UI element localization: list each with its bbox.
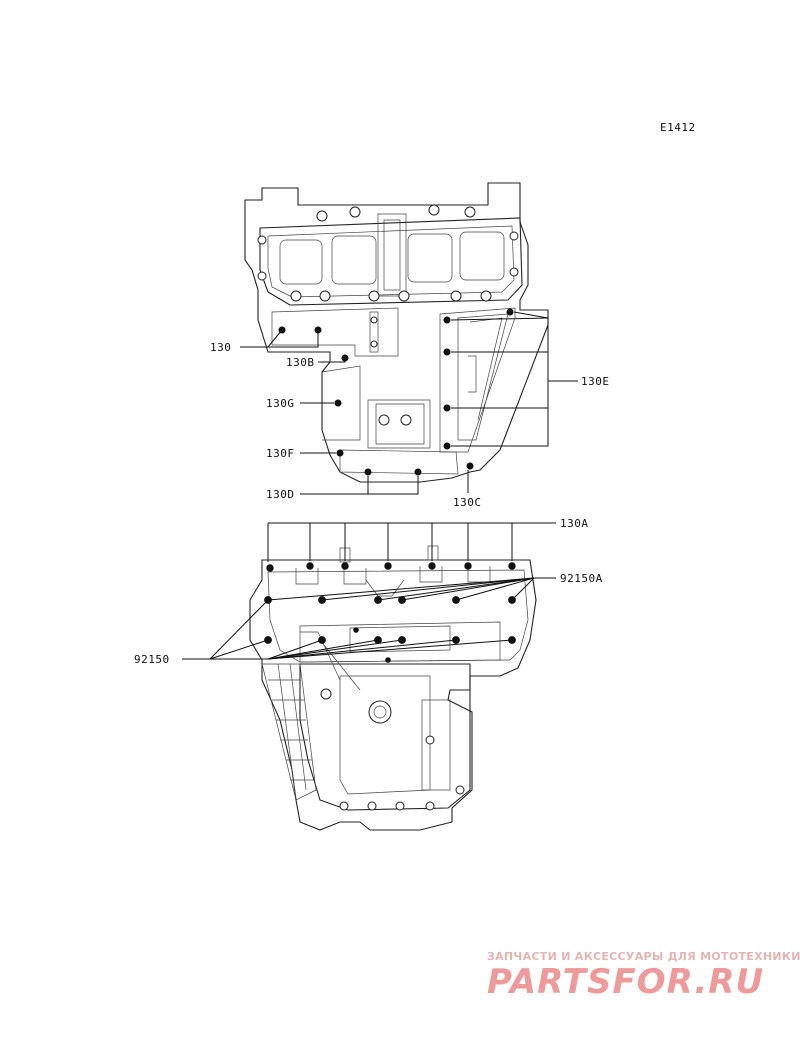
- lower-leader-lines: [182, 522, 556, 660]
- bolt-130E-c: [443, 404, 451, 412]
- lower-crankcase: [249, 545, 537, 831]
- diagram-code: E1412: [660, 121, 696, 134]
- callout-92150: 92150: [134, 653, 170, 666]
- bolt-130D-b: [414, 468, 422, 476]
- bolt-130E-e: [506, 308, 514, 316]
- callout-130: 130: [210, 341, 231, 354]
- watermark-tagline: ЗАПЧАСТИ И АКСЕССУАРЫ ДЛЯ МОТОТЕХНИКИ: [487, 950, 800, 963]
- bolt-130D-a: [364, 468, 372, 476]
- callout-130A: 130A: [560, 517, 589, 530]
- bolt-130C: [466, 462, 474, 470]
- callout-130F: 130F: [266, 447, 295, 460]
- upper-crankcase: [244, 182, 549, 483]
- bolt-130E-a: [443, 316, 451, 324]
- callout-130G: 130G: [266, 397, 295, 410]
- bolt-130F: [336, 449, 344, 457]
- bolt-130G: [334, 399, 342, 407]
- callout-130C: 130C: [453, 496, 482, 509]
- bolt-130E-d: [443, 442, 451, 450]
- watermark-logo: PARTSFOR.RU: [487, 962, 765, 1002]
- callout-130D: 130D: [266, 488, 295, 501]
- callout-92150A: 92150A: [560, 572, 603, 585]
- callout-130E: 130E: [581, 375, 610, 388]
- callout-130B: 130B: [286, 356, 315, 369]
- upper-leader-lines: [240, 311, 578, 495]
- bolt-130E-b: [443, 348, 451, 356]
